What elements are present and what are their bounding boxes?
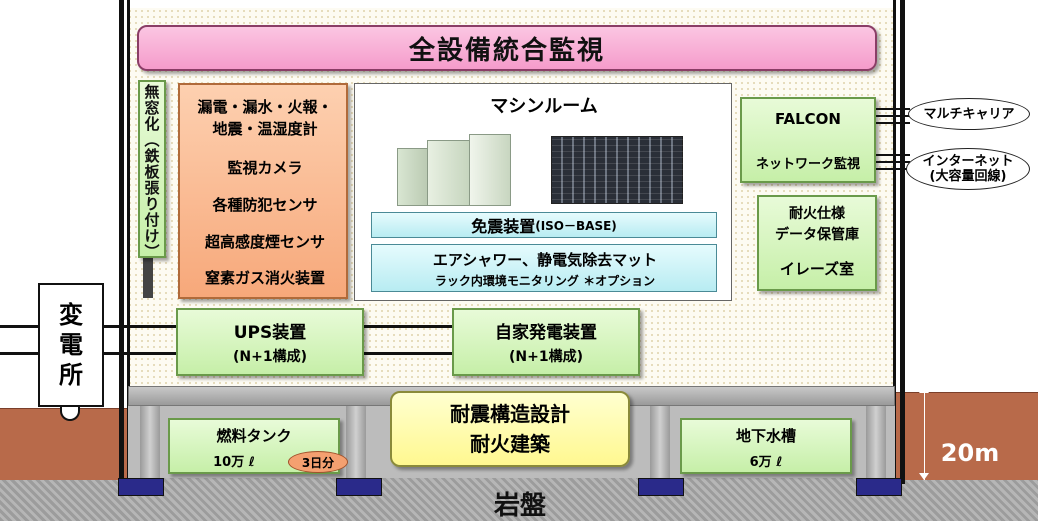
- server-rack-gray-icon: [397, 134, 517, 214]
- fuel-duration-badge: 3日分: [288, 451, 348, 473]
- erase-room-label: イレーズ室: [779, 259, 855, 278]
- ups-generator-line-upper: [362, 325, 454, 328]
- fuel-tank-capacity: 10万 ℓ: [213, 454, 255, 470]
- groundwater-tank-box: 地下水槽 6万 ℓ: [680, 418, 852, 474]
- substation-label: 変 電 所: [59, 301, 83, 389]
- building-right-wall: [893, 0, 896, 484]
- fuel-tank-name: 燃料タンク: [216, 426, 292, 445]
- pier-base-1: [118, 478, 164, 496]
- depth-arrow: [924, 388, 925, 480]
- seismic-isolation-sub: (ISO－BASE): [535, 218, 617, 233]
- seismic-design-label: 耐震構造設計: [450, 402, 570, 426]
- building-left-wall-inner: [127, 0, 130, 484]
- pier-base-3: [638, 478, 684, 496]
- bedrock-label: 岩盤: [493, 490, 546, 521]
- rack-monitoring-label: ラック内環境モニタリング ＊オプション: [434, 273, 656, 288]
- sensor-item-camera: 監視カメラ: [227, 158, 303, 177]
- seismic-structure-box: 耐震構造設計 耐火建築: [390, 391, 630, 467]
- data-vault-label: データ保管庫: [775, 227, 859, 243]
- ups-box: UPS装置 (N+1構成): [176, 308, 364, 376]
- seismic-isolation-label: 免震装置: [471, 217, 536, 236]
- building-right-wall-outer: [900, 0, 905, 484]
- windowless-label: 無窓化（鉄板張り付け）: [142, 84, 161, 260]
- seismic-isolation-box: 免震装置 (ISO－BASE): [371, 212, 717, 238]
- network-monitoring-label: ネットワーク監視: [755, 156, 860, 172]
- banner-title: 全設備統合監視: [408, 35, 605, 66]
- sensor-item-nitrogen: 窒素ガス消火装置: [204, 268, 325, 287]
- pier-base-4: [856, 478, 902, 496]
- pier-2: [346, 406, 366, 478]
- multicarrier-oval: マルチキャリア: [908, 98, 1030, 130]
- depth-arrow-head-top: [919, 386, 929, 393]
- airshower-box: エアシャワー、静電気除去マット ラック内環境モニタリング ＊オプション: [371, 244, 717, 292]
- sensor-panel: 漏電・漏水・火報・ 地震・温湿度計 監視カメラ 各種防犯センサ 超高感度煙センサ…: [178, 83, 348, 299]
- falcon-label: FALCON: [774, 110, 841, 128]
- multicarrier-line-3: [876, 122, 910, 124]
- internet-line-2: [876, 161, 910, 163]
- building-left-wall: [119, 0, 124, 484]
- fireproof-label: 耐火仕様: [789, 206, 845, 222]
- server-rack-dark-icon: [551, 136, 684, 205]
- pier-base-2: [336, 478, 382, 496]
- pier-3: [650, 406, 670, 478]
- fireproof-building-label: 耐火建築: [470, 432, 550, 456]
- pier-4: [866, 406, 886, 478]
- windowless-label-panel: 無窓化（鉄板張り付け）: [138, 80, 166, 260]
- ups-config: (N+1構成): [233, 349, 307, 365]
- storage-panel: 耐火仕様 データ保管庫 イレーズ室: [757, 195, 877, 291]
- pier-1: [140, 406, 160, 478]
- multicarrier-line-2: [876, 115, 910, 117]
- integrated-monitoring-banner: 全設備統合監視: [137, 25, 877, 71]
- generator-name: 自家発電装置: [495, 322, 597, 343]
- airshower-label: エアシャワー、静電気除去マット: [432, 250, 658, 269]
- depth-arrow-head-bottom: [919, 473, 929, 480]
- network-monitoring-panel: FALCON ネットワーク監視: [740, 97, 876, 183]
- machine-room: マシンルーム 免震装置 (ISO－BASE) エアシャワー、静電気除去マット ラ…: [354, 83, 732, 301]
- sensor-item-smoke: 超高感度煙センサ: [204, 232, 325, 251]
- sensor-item-leak-quake: 漏電・漏水・火報・ 地震・温湿度計: [197, 98, 333, 138]
- multicarrier-line-1: [876, 108, 910, 110]
- groundwater-tank-capacity: 6万 ℓ: [749, 454, 783, 470]
- substation-foot-icon: [60, 407, 80, 421]
- sensor-item-security: 各種防犯センサ: [212, 195, 318, 214]
- internet-line-1: [876, 154, 910, 156]
- generator-box: 自家発電装置 (N+1構成): [452, 308, 640, 376]
- internet-line-3: [876, 168, 910, 170]
- depth-label: 20m: [940, 439, 1000, 467]
- ground-right: [895, 392, 1038, 480]
- machine-room-title: マシンルーム: [490, 96, 598, 117]
- generator-config: (N+1構成): [509, 349, 583, 365]
- internet-oval: インターネット (大容量回線): [906, 148, 1030, 190]
- ups-name: UPS装置: [233, 322, 307, 343]
- ups-generator-line-lower: [362, 352, 454, 355]
- substation-box: 変 電 所: [38, 283, 104, 407]
- ground-left: [0, 408, 128, 480]
- groundwater-tank-name: 地下水槽: [735, 426, 796, 445]
